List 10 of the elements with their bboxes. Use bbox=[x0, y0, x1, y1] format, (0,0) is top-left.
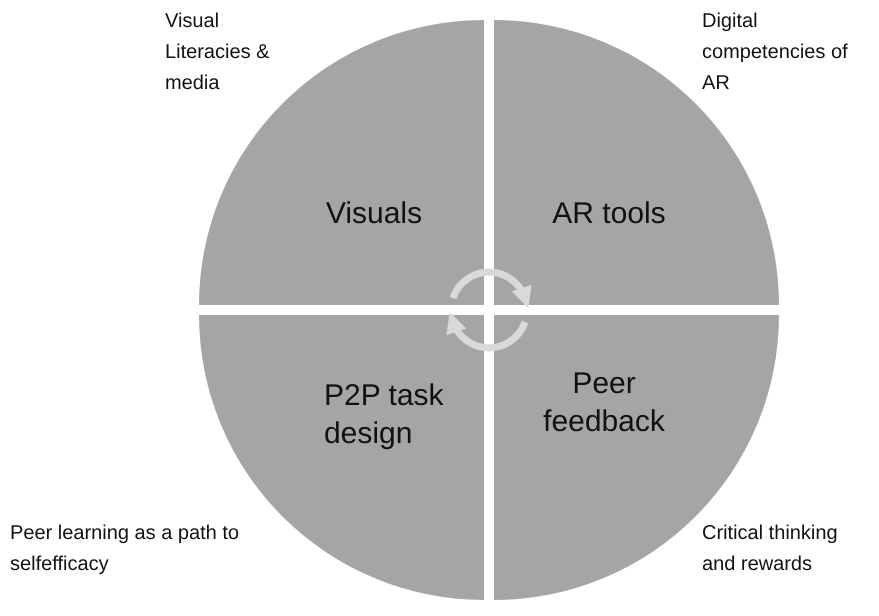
side-caption: Peer learning as a path to selfefficacy bbox=[10, 521, 240, 577]
segment-label: Peer feedback bbox=[542, 366, 666, 440]
segment-label: P2P task design bbox=[324, 378, 445, 452]
segment-label: AR tools bbox=[551, 196, 667, 232]
side-caption: Critical thinking and rewards bbox=[702, 521, 839, 577]
side-caption: Digital competencies of AR bbox=[702, 9, 849, 96]
cycle-arrow bbox=[450, 268, 531, 308]
cycle-arrow bbox=[447, 312, 528, 352]
segment-label: Visuals bbox=[324, 196, 424, 232]
side-caption: Visual Literacies & media bbox=[165, 9, 270, 96]
